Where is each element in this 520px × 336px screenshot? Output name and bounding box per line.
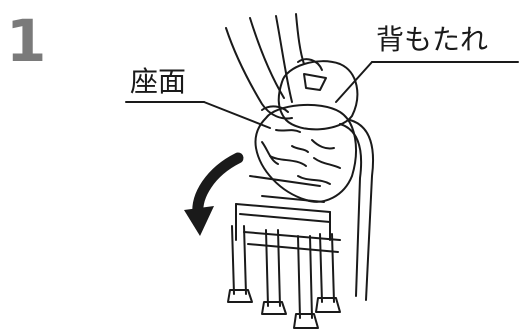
backrest-label: 背もたれ — [376, 23, 489, 56]
hands — [225, 13, 323, 120]
seat-label: 座面 — [130, 65, 187, 98]
curved-arrow-down-icon — [184, 152, 244, 236]
chair-feet — [227, 289, 341, 329]
seat-pad — [254, 103, 357, 203]
backrest-leader-line — [335, 61, 519, 103]
backrest-pad — [277, 60, 359, 131]
chair-back-frame — [339, 119, 374, 301]
chair-frame — [235, 175, 341, 253]
chair-legs — [231, 225, 335, 319]
step-number: 1 — [6, 7, 47, 75]
seat-leader-line — [125, 101, 271, 129]
